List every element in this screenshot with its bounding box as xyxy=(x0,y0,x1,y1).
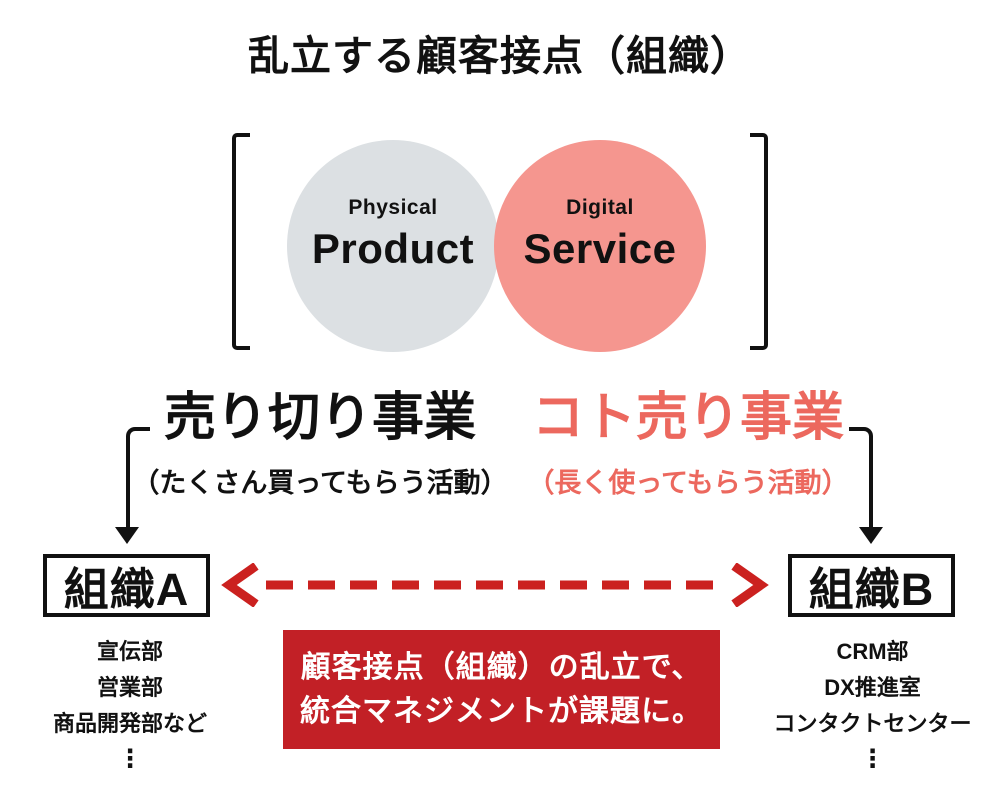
koto-selling-business-group: コト売り事業 （長く使ってもらう活動） xyxy=(513,389,863,500)
physical-product-circle: Physical Product xyxy=(287,140,499,352)
vertical-ellipsis: ⋮ xyxy=(860,745,885,773)
issue-callout-line2: 統合マネジメントが課題に。 xyxy=(300,694,703,728)
organization-b-label: 組織B xyxy=(808,564,935,615)
organization-a-label: 組織A xyxy=(63,564,190,615)
department-item: 営業部 xyxy=(96,675,163,700)
sell-off-business-group: 売り切り事業 （たくさん買ってもらう活動） xyxy=(100,389,540,500)
vertical-ellipsis: ⋮ xyxy=(117,745,143,773)
product-label: Product xyxy=(311,224,475,272)
issue-callout-line1: 顧客接点（組織）の乱立で、 xyxy=(300,650,703,684)
department-item: DX推進室 xyxy=(824,675,921,700)
sell-off-business-title: 売り切り事業 xyxy=(163,389,476,447)
koto-selling-business-title: コト売り事業 xyxy=(531,389,844,447)
digital-service-circle: Digital Service xyxy=(494,140,706,352)
dashed-double-arrow-icon xyxy=(221,563,769,607)
digital-label: Digital xyxy=(566,195,634,219)
organization-a-departments: 宣伝部 営業部 商品開発部など ⋮ xyxy=(25,634,235,773)
physical-product-labels: Physical Product xyxy=(312,196,474,273)
physical-label: Physical xyxy=(348,195,438,219)
organization-a-box: 組織A xyxy=(43,554,210,617)
service-label: Service xyxy=(523,224,677,272)
department-item: コンタクトセンター xyxy=(773,711,972,736)
department-item: 商品開発部など xyxy=(52,711,207,736)
issue-callout-box: 顧客接点（組織）の乱立で、 統合マネジメントが課題に。 xyxy=(283,630,720,749)
department-item: 宣伝部 xyxy=(96,639,163,664)
sell-off-business-subtitle: （たくさん買ってもらう活動） xyxy=(132,468,508,499)
organization-b-box: 組織B xyxy=(788,554,955,617)
left-elbow-connector xyxy=(126,427,150,529)
left-bracket xyxy=(232,133,250,350)
right-bracket xyxy=(750,133,768,350)
koto-selling-business-subtitle: （長く使ってもらう活動） xyxy=(527,468,849,499)
left-down-arrow-icon xyxy=(115,527,139,544)
right-down-arrow-icon xyxy=(859,527,883,544)
organization-b-departments: CRM部 DX推進室 コンタクトセンター ⋮ xyxy=(765,634,980,773)
diagram-title: 乱立する顧客接点（組織） xyxy=(248,33,752,79)
digital-service-labels: Digital Service xyxy=(524,196,677,273)
department-item: CRM部 xyxy=(836,639,909,664)
right-elbow-connector xyxy=(849,427,873,529)
